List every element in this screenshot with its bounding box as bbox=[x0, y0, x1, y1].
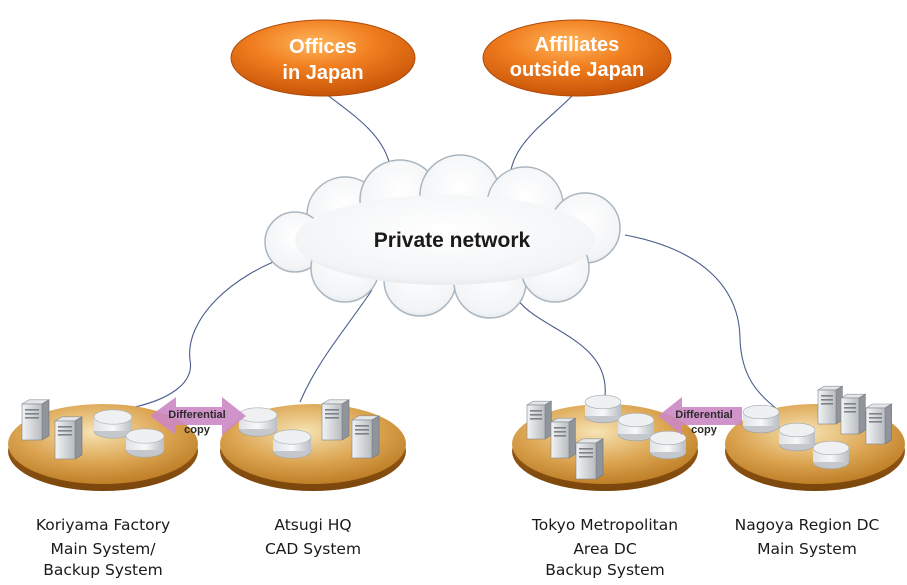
server-icon bbox=[53, 416, 84, 460]
site-system-line1: Area DC bbox=[573, 540, 637, 558]
disk-icon bbox=[238, 407, 278, 437]
affiliates-label-line2: outside Japan bbox=[510, 59, 644, 81]
link-atsugi bbox=[299, 289, 373, 403]
differential-copy-arrow-right: Differential copy bbox=[658, 397, 742, 436]
site-label-koriyama: Koriyama Factory Main System/ Backup Sys… bbox=[3, 513, 203, 582]
site-label-tokyo: Tokyo Metropolitan Area DC Backup System bbox=[505, 513, 705, 582]
site-name: Atsugi HQ bbox=[274, 516, 352, 534]
site-label-nagoya: Nagoya Region DC Main System bbox=[707, 513, 907, 561]
equipment-group bbox=[20, 385, 893, 480]
server-icon bbox=[574, 438, 605, 480]
offices-node: Offices in Japan bbox=[230, 19, 416, 97]
private-network-cloud: Private network bbox=[264, 154, 621, 319]
affiliates-label-line1: Affiliates bbox=[535, 34, 619, 56]
arrow-right-line1: Differential bbox=[675, 409, 732, 421]
site-system-line2: Backup System bbox=[545, 561, 665, 579]
link-koriyama bbox=[134, 254, 293, 408]
server-icon bbox=[839, 393, 867, 435]
site-name: Tokyo Metropolitan bbox=[531, 516, 679, 534]
server-icon bbox=[816, 385, 844, 425]
affiliates-node: Affiliates outside Japan bbox=[482, 19, 672, 97]
offices-label-line2: in Japan bbox=[282, 62, 363, 84]
disk-icon bbox=[272, 429, 312, 459]
site-system-line2: Backup System bbox=[43, 561, 163, 579]
site-name: Nagoya Region DC bbox=[734, 516, 880, 534]
site-label-atsugi: Atsugi HQ CAD System bbox=[213, 513, 413, 561]
disk-icon bbox=[778, 422, 816, 452]
disk-icon bbox=[649, 430, 687, 460]
disk-icon bbox=[125, 428, 165, 458]
disk-icon bbox=[584, 394, 622, 424]
offices-label-line1: Offices bbox=[289, 36, 357, 58]
arrow-left-line1: Differential bbox=[168, 409, 225, 421]
site-name: Koriyama Factory bbox=[35, 516, 171, 534]
site-system-line1: Main System/ bbox=[50, 540, 156, 558]
disk-icon bbox=[617, 412, 655, 442]
disk-icon bbox=[93, 409, 133, 439]
server-icon bbox=[320, 399, 351, 441]
server-icon bbox=[350, 415, 381, 459]
cloud-label: Private network bbox=[374, 229, 531, 252]
link-tokyo bbox=[517, 299, 606, 397]
arrow-left-line2: copy bbox=[184, 424, 211, 436]
site-system-line1: CAD System bbox=[264, 540, 362, 558]
link-nagoya bbox=[624, 234, 779, 411]
server-icon bbox=[525, 400, 553, 440]
disk-icon bbox=[812, 440, 850, 470]
server-icon bbox=[549, 417, 577, 459]
server-icon bbox=[864, 403, 893, 445]
server-icon bbox=[20, 399, 51, 441]
site-system-line1: Main System bbox=[757, 540, 857, 558]
disk-icon bbox=[742, 404, 780, 434]
differential-copy-arrow-left: Differential copy bbox=[150, 397, 246, 436]
arrow-right-line2: copy bbox=[691, 424, 718, 436]
